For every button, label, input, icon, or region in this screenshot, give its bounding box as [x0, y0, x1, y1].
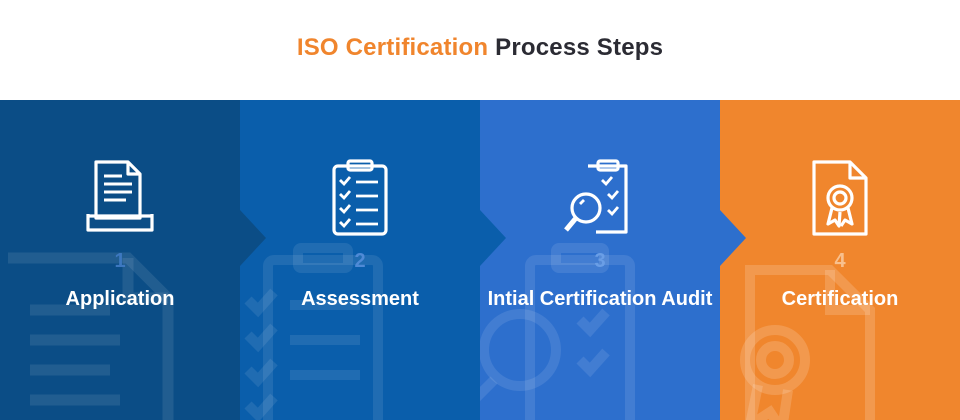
clipboard-magnifier-watermark-icon	[480, 243, 635, 420]
step-label: Application	[65, 288, 175, 310]
certificate-watermark-icon	[740, 265, 875, 420]
step-label: Intial Certification Audit	[487, 288, 713, 310]
step-label: Assessment	[301, 288, 419, 310]
arrow-step2	[480, 210, 506, 266]
clipboard-magnifier-icon	[564, 159, 628, 234]
step-number: 1	[114, 250, 126, 272]
document-watermark-icon	[8, 252, 174, 420]
step-initial-certification-audit: 3 Intial Certification Audit	[480, 100, 720, 420]
certificate-award-icon	[812, 160, 868, 236]
step-application: 1 Application	[0, 100, 240, 420]
step-number: 4	[834, 250, 846, 272]
title-highlight: ISO Certification	[296, 34, 489, 61]
step-assessment: 2 Assessment	[240, 100, 480, 420]
document-tray-icon	[86, 160, 154, 232]
clipboard-checklist-icon	[332, 159, 388, 236]
step-number: 3	[594, 250, 606, 272]
step-certification: 4 Certification	[720, 100, 960, 420]
step-label: Certification	[781, 288, 899, 310]
arrow-step1	[240, 210, 266, 266]
step-number: 2	[354, 250, 366, 272]
process-steps: 1 Application	[0, 100, 960, 420]
page-title: ISO Certification Process Steps	[0, 34, 960, 74]
arrow-step3	[720, 210, 746, 266]
clipboard-watermark-icon	[244, 243, 383, 420]
title-rest: Process Steps	[495, 34, 664, 61]
